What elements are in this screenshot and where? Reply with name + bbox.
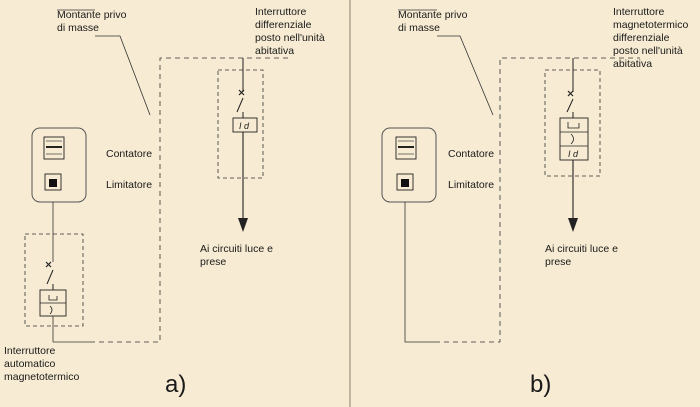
riser-dashed-path-a: [90, 57, 290, 343]
riser-pointer-a: [95, 35, 151, 116]
riser-label-a-line1: Montante privo: [57, 9, 127, 21]
output-label-a-line2: prese: [200, 256, 226, 268]
rcbo-label-b-line3: differenziale: [613, 32, 670, 44]
output-label-b-line1: Ai circuiti luce e: [545, 243, 618, 255]
panel-a: Montante privo di masse Interruttore dif…: [4, 6, 325, 398]
output-label-a-line1: Ai circuiti luce e: [200, 243, 273, 255]
breaker-blade-a: [46, 269, 54, 285]
riser-dashed-path-b: [435, 57, 640, 343]
rcd-enclosure-a: [217, 69, 264, 179]
panel-tag-a: a): [165, 371, 186, 398]
rcbo-label-b-line2: magnetotermico: [613, 19, 688, 31]
breaker-label-a-line3: magnetotermico: [4, 371, 79, 383]
panel-tag-b: b): [530, 371, 551, 398]
panel-b: Montante privo di masse Interruttore mag…: [381, 6, 688, 398]
meter-to-riser-wire-b: [404, 202, 435, 343]
meter-icon-b: [395, 136, 417, 160]
rcd-label-a-line1: Interruttore: [255, 6, 307, 18]
id-symbol-b: I d: [568, 149, 579, 159]
rcbo-enclosure-b: [544, 69, 601, 177]
output-label-b-line2: prese: [545, 256, 571, 268]
riser-label-a-line2: di masse: [57, 22, 99, 34]
limiter-label-a: Limitatore: [106, 179, 152, 191]
breaker-label-a-line2: automatico: [4, 358, 56, 370]
id-symbol-a: I d: [239, 121, 250, 131]
riser-pointer-b: [437, 35, 494, 116]
limiter-icon-a: [44, 173, 62, 191]
riser-label-b-line1: Montante privo: [398, 9, 468, 21]
breaker-enclosure-a: [24, 233, 84, 327]
riser-label-b-line2: di masse: [398, 22, 440, 34]
limiter-icon-b: [396, 173, 414, 191]
switch-blade-a: [236, 97, 244, 113]
rcbo-label-b-line5: abitativa: [613, 58, 652, 70]
meter-label-a: Contatore: [106, 148, 152, 160]
rcd-label-a-line3: posto nell'unità: [255, 32, 325, 44]
rcbo-label-b-line4: posto nell'unità: [613, 45, 683, 57]
rcd-label-a-line2: differenziale: [255, 19, 312, 31]
meter-label-b: Contatore: [448, 148, 494, 160]
output-arrow-a: [238, 218, 248, 232]
rcd-label-a-line4: abitativa: [255, 45, 294, 57]
rcbo-box-b: [559, 117, 589, 161]
breaker-label-a-line1: Interruttore: [4, 345, 56, 357]
limiter-label-b: Limitatore: [448, 179, 494, 191]
residual-current-box-a: [232, 117, 258, 133]
switch-blade-b: [566, 98, 574, 113]
rcbo-label-b-line1: Interruttore: [613, 6, 665, 18]
output-arrow-b: [568, 218, 578, 232]
meter-enclosure-a: [31, 127, 87, 203]
meter-enclosure-b: [381, 127, 437, 203]
meter-icon-a: [43, 136, 65, 160]
